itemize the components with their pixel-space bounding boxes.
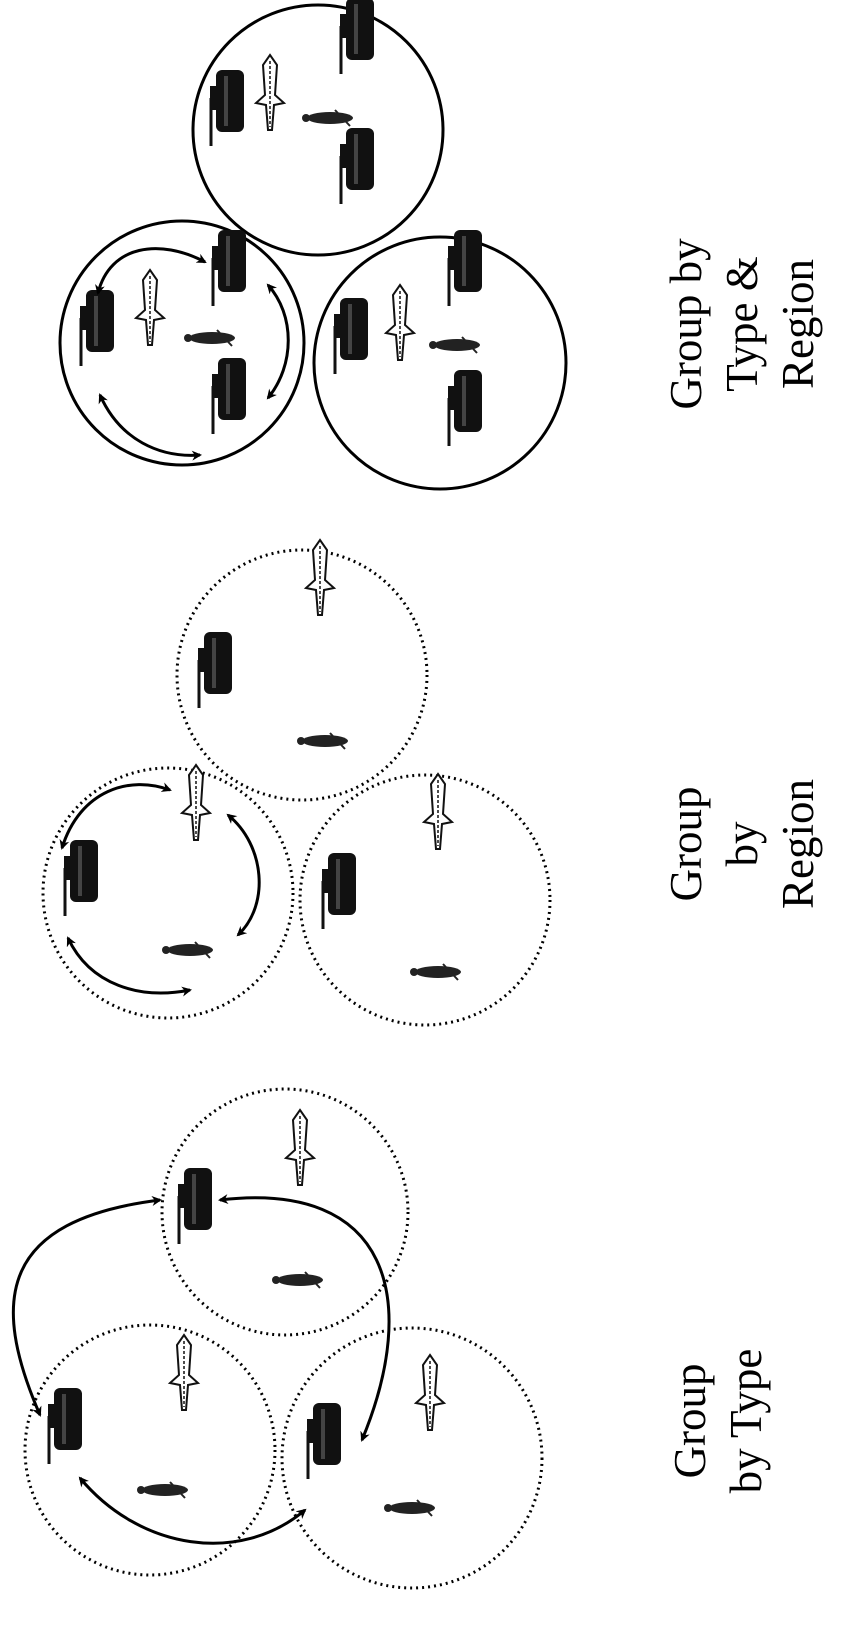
region-circle <box>41 766 295 1020</box>
panel-group-by-type-and-region <box>58 0 568 491</box>
caption-group-by-type: Group by Type <box>662 1191 774 1651</box>
soldier-icon <box>161 941 214 959</box>
tank-icon <box>78 288 116 368</box>
tank-icon <box>446 368 484 448</box>
caption-line: Group <box>665 1363 715 1479</box>
tank-icon <box>332 296 370 376</box>
link-arrow <box>78 1476 307 1545</box>
soldier-icon <box>409 963 462 981</box>
tank-icon <box>446 228 484 308</box>
region-circle <box>298 773 552 1027</box>
link-arrow <box>11 1196 162 1417</box>
jet-icon <box>255 54 285 131</box>
jet-icon <box>305 539 335 616</box>
caption-line: Type & <box>717 256 767 392</box>
caption-group-by-region: Group by Region <box>658 614 826 1074</box>
caption-line: Group <box>661 786 711 902</box>
jet-icon <box>181 764 211 841</box>
jet-icon <box>385 284 415 361</box>
caption-line: by Type <box>721 1348 771 1494</box>
tank-icon <box>46 1386 84 1466</box>
region-circle <box>175 548 429 802</box>
caption-line: Region <box>773 779 823 909</box>
jet-icon <box>423 773 453 850</box>
panel-group-by-region <box>41 539 552 1027</box>
region-circle <box>191 3 445 257</box>
tank-icon <box>176 1166 214 1246</box>
panel-group-by-type <box>11 1087 544 1590</box>
region-circle <box>280 1326 544 1590</box>
link-arrow <box>226 813 261 937</box>
tank-icon <box>320 851 358 931</box>
tank-icon <box>338 0 376 76</box>
region-circle <box>58 219 306 467</box>
tank-icon <box>196 630 234 710</box>
tank-icon <box>62 838 100 918</box>
caption-group-by-type-and-region: Group by Type & Region <box>658 94 826 554</box>
link-arrow <box>66 936 192 997</box>
soldier-icon <box>271 1271 324 1289</box>
link-arrow <box>98 393 202 461</box>
tank-icon <box>210 356 248 436</box>
region-circle <box>312 235 568 491</box>
soldier-icon <box>183 329 236 347</box>
tank-icon <box>208 68 246 148</box>
jet-icon <box>135 269 165 346</box>
tank-icon <box>305 1401 343 1481</box>
link-arrow <box>218 1194 391 1442</box>
tank-icon <box>338 126 376 206</box>
jet-icon <box>415 1354 445 1431</box>
soldier-icon <box>136 1481 189 1499</box>
caption-line: Region <box>773 259 823 389</box>
link-arrow <box>95 247 207 295</box>
soldier-icon <box>383 1499 436 1517</box>
jet-icon <box>169 1334 199 1411</box>
caption-line: Group by <box>661 238 711 410</box>
soldier-icon <box>301 109 354 127</box>
link-arrow <box>59 782 172 850</box>
jet-icon <box>285 1109 315 1186</box>
soldier-icon <box>428 336 481 354</box>
link-arrow <box>266 283 290 400</box>
soldier-icon <box>296 732 349 750</box>
caption-line: by <box>717 821 767 867</box>
tank-icon <box>210 228 248 308</box>
